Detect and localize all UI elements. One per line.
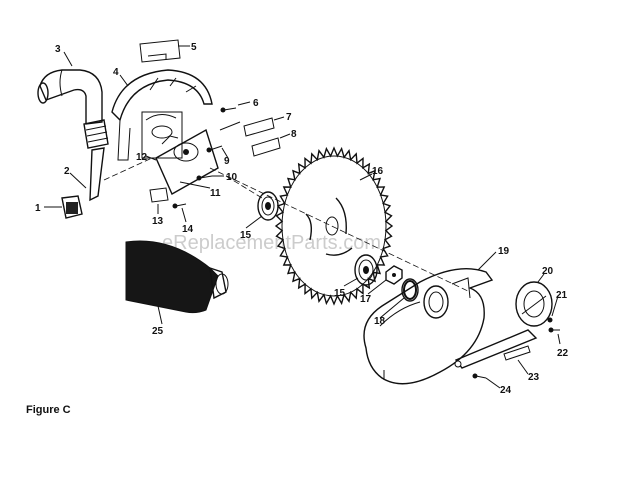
arbor-centerline: [209, 167, 471, 293]
part-upper-guard: [111, 69, 213, 161]
callout-3: 3: [55, 44, 61, 55]
part-arbor-nut: [385, 265, 403, 285]
part-screws: [172, 107, 237, 209]
callout-labels: 1 2 3 4 5 6 7 8 9 10 11 12 13 14 15 15 1…: [35, 42, 569, 396]
callout-5: 5: [191, 42, 197, 53]
callout-15-right: 15: [334, 288, 346, 299]
callout-2: 2: [64, 166, 70, 177]
callout-12: 12: [136, 152, 148, 163]
callout-8: 8: [291, 129, 297, 140]
watermark-text: eReplacementParts.com: [162, 232, 381, 254]
part-label-plates: [139, 39, 281, 157]
part-block: [149, 187, 169, 203]
callout-23: 23: [528, 372, 540, 383]
callout-11: 11: [210, 188, 221, 199]
part-arbor-plate: [155, 128, 219, 195]
callout-9: 9: [224, 156, 230, 167]
callout-14: 14: [182, 224, 194, 235]
callout-25: 25: [152, 326, 164, 337]
part-dust-bag: [125, 240, 229, 314]
callout-22: 22: [557, 348, 569, 359]
part-flange-right: [354, 254, 378, 286]
part-clip: [61, 195, 83, 219]
callout-13: 13: [152, 216, 164, 227]
part-guard-disc: [515, 281, 553, 327]
callout-1: 1: [35, 203, 41, 214]
part-retaining-ring: [401, 278, 419, 302]
callout-21: 21: [556, 290, 568, 301]
part-saw-blade: [274, 146, 394, 306]
callout-10: 10: [226, 172, 238, 183]
callout-20: 20: [542, 266, 554, 277]
callout-16: 16: [372, 166, 384, 177]
part-flange-left: [257, 191, 279, 221]
part-small-hardware: [472, 317, 560, 379]
callout-15-left: 15: [240, 230, 252, 241]
leader-lines: [44, 45, 561, 389]
part-link-arm: [454, 329, 538, 369]
part-arm: [89, 147, 153, 202]
part-dust-collar: [83, 119, 109, 149]
callout-17: 17: [360, 294, 372, 305]
callout-7: 7: [286, 112, 292, 123]
part-dust-elbow: [37, 69, 103, 125]
part-lower-guard: [363, 267, 494, 385]
callout-19: 19: [498, 246, 510, 257]
callout-24: 24: [500, 385, 512, 396]
callout-4: 4: [113, 67, 119, 78]
callout-18: 18: [374, 316, 386, 327]
figure-caption: Figure C: [26, 404, 71, 416]
callout-6: 6: [253, 98, 259, 109]
